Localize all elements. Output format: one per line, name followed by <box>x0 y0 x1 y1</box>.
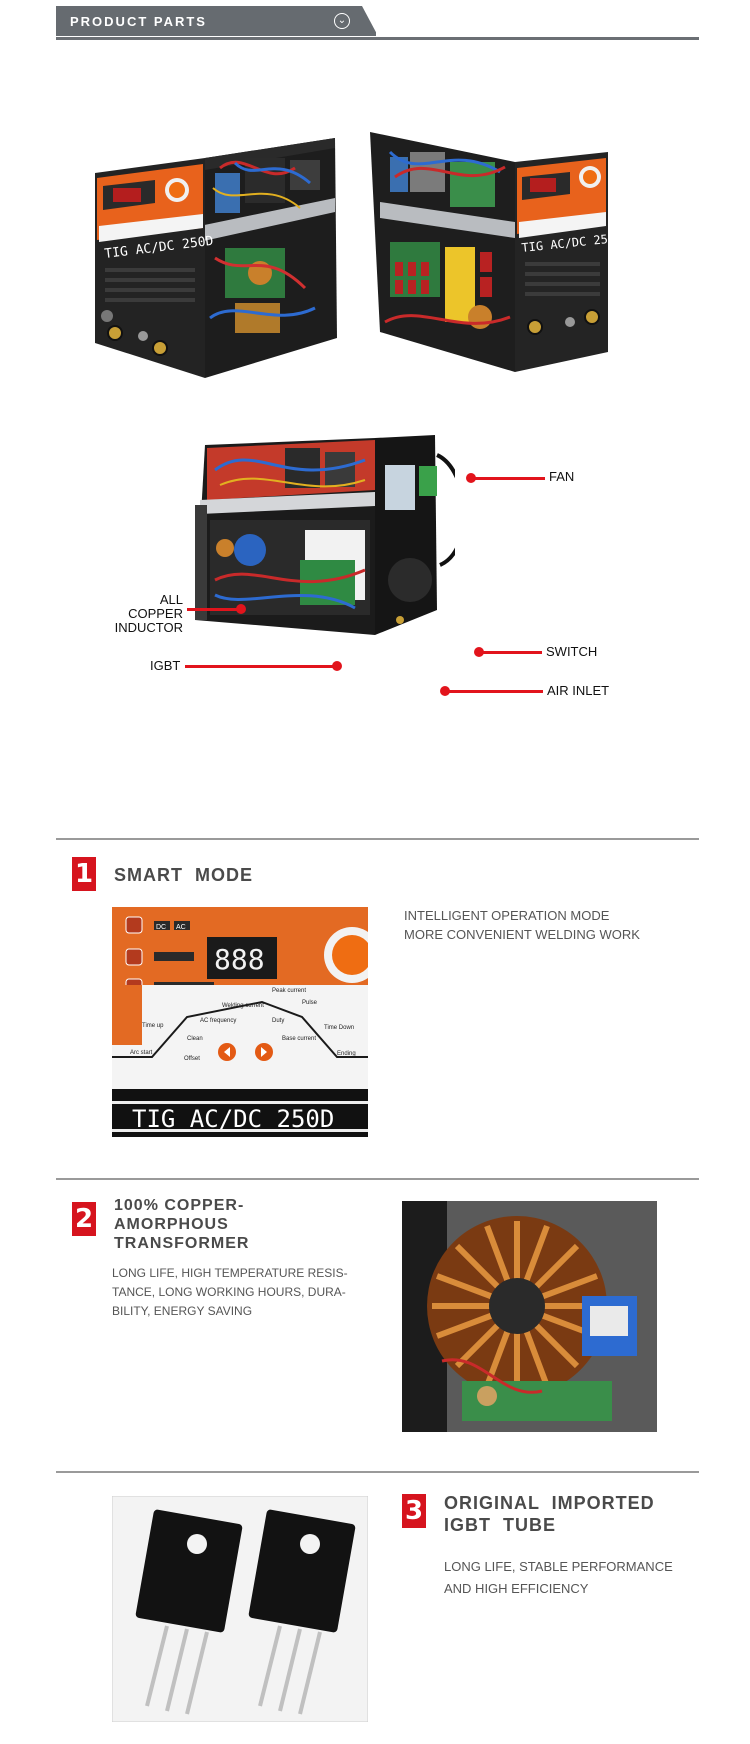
welder-photo-right: TIG AC/DC 250D <box>370 132 620 372</box>
panel-timeup-label: Time up <box>142 1023 164 1029</box>
feature-3-title-line2: IGBT TUBE <box>444 1515 556 1535</box>
feature-1-text-line1: INTELLIGENT OPERATION MODE <box>404 908 610 923</box>
panel-ending-label: Ending <box>337 1051 356 1057</box>
callout-inductor-line1: ALL COPPER <box>128 592 183 621</box>
panel-duty-label: Duty <box>272 1018 284 1024</box>
feature-number-3: 3 <box>402 1494 426 1528</box>
section-header-banner: PRODUCT PARTS ⌄ <box>56 6 699 40</box>
feature-2-description: LONG LIFE, HIGH TEMPERATURE RESIS- TANCE… <box>112 1264 348 1321</box>
callout-inductor-dot <box>236 604 246 614</box>
callout-inductor-line2: INDUCTOR <box>114 620 183 635</box>
panel-arcstart-label: Arc start <box>130 1050 153 1056</box>
feature-2-title: 100% COPPER- AMORPHOUS TRANSFORMER <box>114 1196 249 1253</box>
feature-1-text-line2: MORE CONVENIENT WELDING WORK <box>404 927 640 942</box>
panel-ac-label: AC <box>176 924 186 931</box>
feature-2-title-line3: TRANSFORMER <box>114 1235 250 1252</box>
callout-fan-label: FAN <box>549 469 575 484</box>
panel-welding-label: Welding current <box>222 1003 264 1009</box>
feature-1-title: SMART MODE <box>114 865 253 885</box>
feature-3-text-line2: AND HIGH EFFICIENCY <box>444 1581 589 1596</box>
callout-air-inlet-line <box>447 690 543 693</box>
panel-model-label: TIG AC/DC 250D <box>132 1105 334 1133</box>
callout-fan-line <box>473 477 545 480</box>
callout-switch-line <box>482 651 542 654</box>
transformer-photo <box>402 1201 657 1432</box>
feature-3-title: ORIGINAL IMPORTED IGBT TUBE <box>444 1492 655 1536</box>
callout-switch-dot <box>474 647 484 657</box>
chevron-down-circle-icon: ⌄ <box>334 13 350 29</box>
panel-peak-label: Peak current <box>272 988 306 994</box>
control-panel-photo: DC AC 888 Peak current Pulse Welding cur… <box>112 907 368 1137</box>
feature-number-2: 2 <box>72 1202 96 1236</box>
section-divider-1 <box>56 838 699 840</box>
feature-3-title-line1: ORIGINAL IMPORTED <box>444 1493 655 1513</box>
feature-2-text-line3: BILITY, ENERGY SAVING <box>112 1304 253 1318</box>
feature-2-title-line2: AMORPHOUS <box>114 1216 229 1233</box>
panel-timedown-label: Time Down <box>324 1025 354 1031</box>
panel-acfreq-label: AC frequency <box>200 1018 236 1024</box>
panel-clean-label: Clean <box>187 1036 203 1042</box>
welder-photo-left: TIG AC/DC 250D <box>95 138 337 378</box>
callout-switch-label: SWITCH <box>546 644 598 659</box>
callout-igbt-dot <box>332 661 342 671</box>
callout-igbt-label: IGBT <box>150 658 181 673</box>
callout-air-inlet-dot <box>440 686 450 696</box>
feature-3-description: LONG LIFE, STABLE PERFORMANCE AND HIGH E… <box>444 1556 673 1600</box>
feature-number-1: 1 <box>72 857 96 891</box>
panel-base-label: Base current <box>282 1036 316 1042</box>
panel-display-readout: 888 <box>214 943 265 976</box>
banner-underline <box>56 37 699 40</box>
callout-igbt-line <box>185 665 335 668</box>
section-divider-2 <box>56 1178 699 1180</box>
feature-2-text-line2: TANCE, LONG WORKING HOURS, DURA- <box>112 1285 346 1299</box>
feature-3-text-line1: LONG LIFE, STABLE PERFORMANCE <box>444 1559 673 1574</box>
feature-2-title-line1: 100% COPPER- <box>114 1197 245 1214</box>
igbt-tubes-photo <box>112 1496 368 1722</box>
callout-fan-dot <box>466 473 476 483</box>
panel-dc-label: DC <box>156 924 166 931</box>
panel-pulse-label: Pulse <box>302 1000 318 1006</box>
callout-inductor-line <box>187 608 239 611</box>
feature-1-description: INTELLIGENT OPERATION MODE MORE CONVENIE… <box>404 906 640 944</box>
welder-internal-photo <box>195 435 455 635</box>
callout-inductor-label: ALL COPPER INDUCTOR <box>103 593 183 635</box>
panel-offset-label: Offset <box>184 1056 200 1062</box>
callout-air-inlet-label: AIR INLET <box>547 683 610 698</box>
banner-tab <box>56 6 376 36</box>
feature-2-text-line1: LONG LIFE, HIGH TEMPERATURE RESIS- <box>112 1266 348 1280</box>
section-title: PRODUCT PARTS <box>70 14 207 29</box>
section-divider-3 <box>56 1471 699 1473</box>
